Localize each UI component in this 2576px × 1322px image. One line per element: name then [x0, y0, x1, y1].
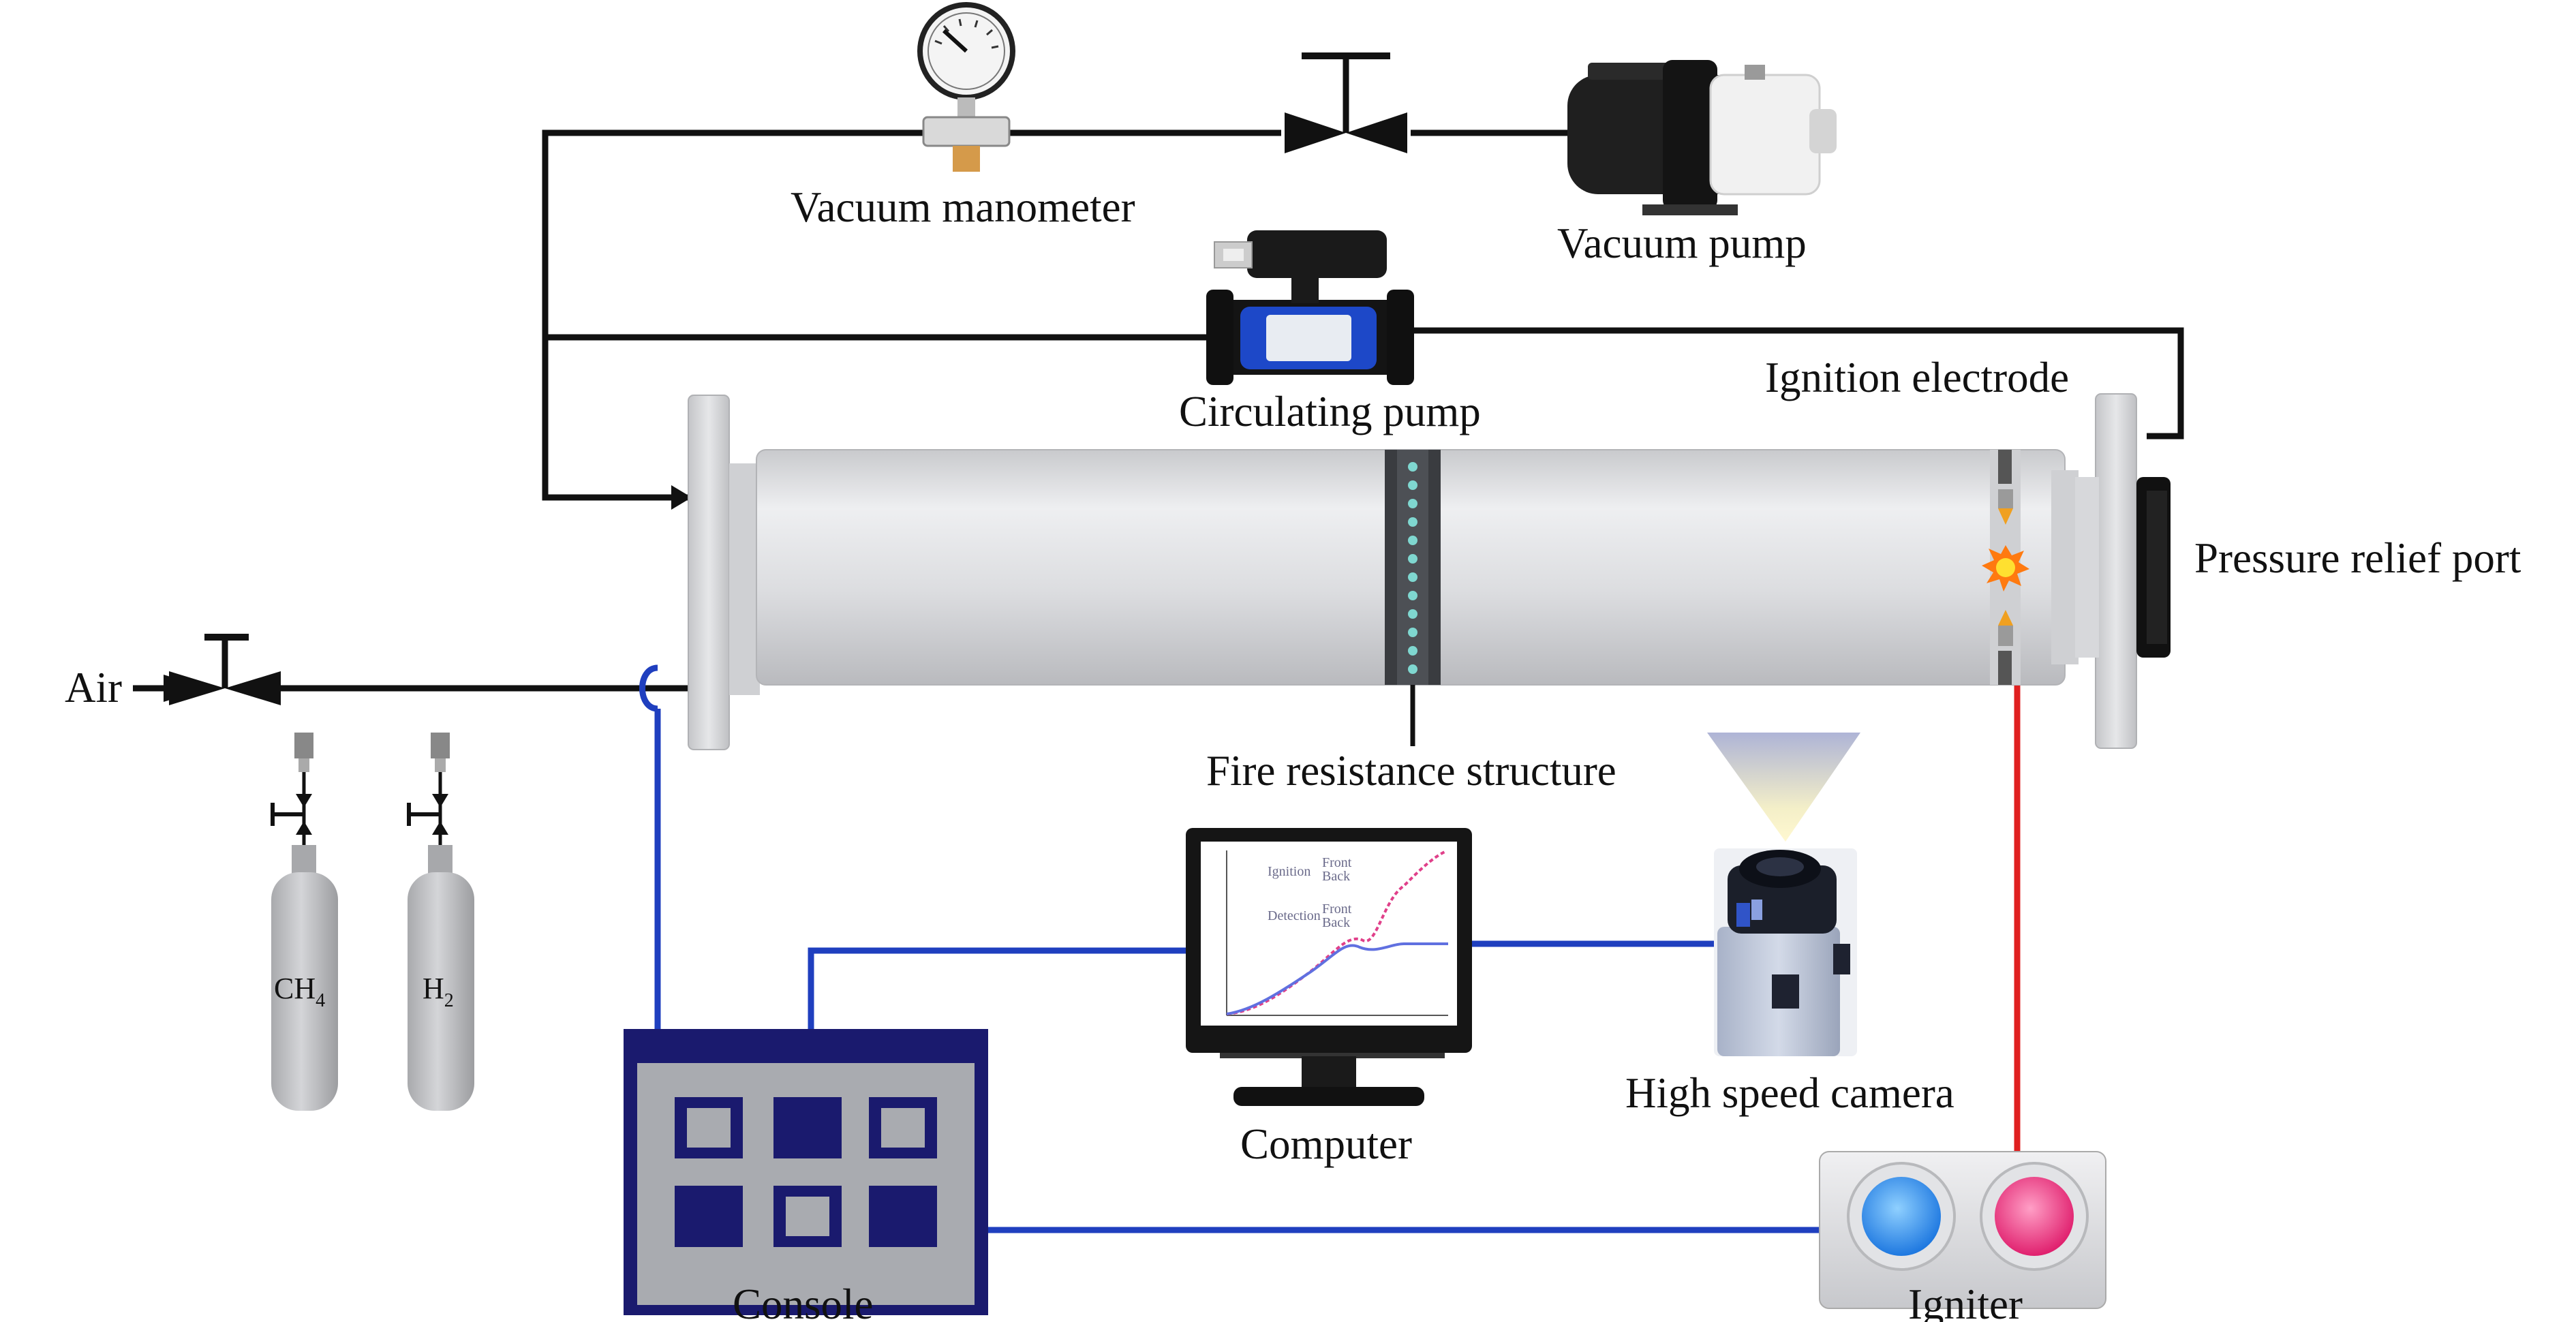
label-console: Console [733, 1280, 874, 1322]
left-flange [688, 395, 730, 750]
circulation-line-right [1414, 327, 2184, 440]
label-high-speed-camera: High speed camera [1625, 1069, 1954, 1117]
monitor-plot: Ignition Front Back Detection Front Back [1226, 850, 1448, 1016]
console-to-computer-line [808, 947, 1186, 1032]
right-flange [2095, 393, 2137, 749]
line-crossover-hop [639, 664, 658, 712]
vacuum-pump [1567, 60, 1837, 215]
console-panels [675, 1097, 937, 1247]
circulating-pump [1206, 230, 1414, 385]
vacuum-inlet-arrow [671, 485, 692, 510]
igniter-pink-button [1995, 1177, 2074, 1256]
console [624, 1029, 988, 1315]
plot-legend-bottom-title: Detection [1268, 908, 1321, 923]
label-igniter: Igniter [1908, 1280, 2023, 1322]
explosion-tube [688, 393, 2171, 750]
igniter-blue-button [1862, 1177, 1941, 1256]
flame-arrester-holes [1408, 462, 1417, 674]
camera-light-cone [1707, 733, 1860, 842]
label-circulating-pump: Circulating pump [1179, 388, 1481, 435]
signal-lines [639, 664, 1826, 1233]
vacuum-manometer [917, 2, 1015, 172]
manometer-tee [922, 116, 1011, 147]
labels: Vacuum manometer Vacuum pump Circulating… [65, 183, 2521, 1322]
label-ignition-electrode: Ignition electrode [1765, 354, 2069, 401]
vacuum-line-valve [1285, 52, 1407, 153]
label-vacuum-pump: Vacuum pump [1557, 219, 1807, 267]
manometer-needle [942, 29, 968, 53]
label-computer: Computer [1240, 1120, 1412, 1168]
gas-lines [133, 129, 2184, 692]
h2-cylinder-assembly: H2 [407, 733, 474, 1111]
label-vacuum-manometer: Vacuum manometer [791, 183, 1135, 231]
monitor-stand [1233, 1087, 1424, 1106]
igniter [1819, 1151, 2106, 1309]
vacuum-line [542, 129, 1281, 501]
ch4-cylinder [271, 872, 338, 1111]
h2-label: H2 [423, 972, 454, 1011]
plot-legend-bottom-1: Front [1322, 902, 1352, 917]
high-speed-camera [1707, 733, 1860, 1056]
computer: Ignition Front Back Detection Front Back [1186, 828, 1472, 1106]
plot-legend-top-2: Back [1322, 869, 1350, 884]
label-fire-resistance-structure: Fire resistance structure [1206, 747, 1616, 795]
monitor-screen [1201, 842, 1457, 1026]
h2-cylinder [408, 872, 474, 1111]
plot-legend-top-title: Ignition [1268, 864, 1310, 879]
ignition-electrode-pair [1982, 489, 2029, 646]
plot-legend-top-1: Front [1322, 855, 1352, 870]
plot-curve-ignition [1226, 850, 1445, 1015]
plot-legend-bottom-2: Back [1322, 915, 1350, 930]
plot-curve-detection [1226, 942, 1448, 1015]
label-air: Air [65, 664, 122, 711]
label-pressure-relief-port: Pressure relief port [2194, 534, 2521, 582]
ch4-label: CH4 [274, 972, 325, 1011]
ch4-cylinder-assembly: CH4 [271, 733, 338, 1111]
air-inlet-valve [169, 634, 281, 705]
